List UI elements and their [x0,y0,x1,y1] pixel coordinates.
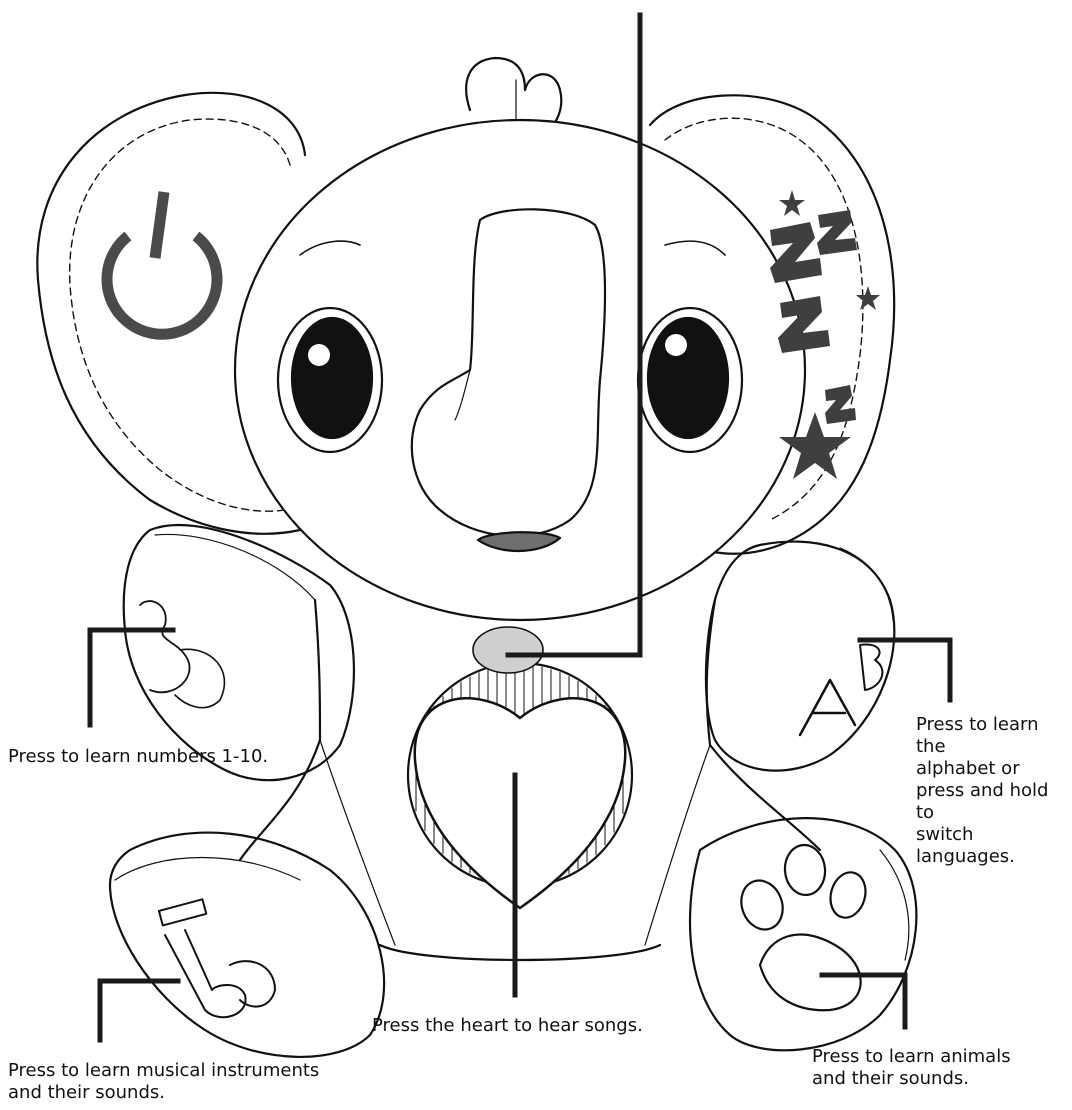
left-eye [278,308,382,452]
label-animals: Press to learn animals and their sounds. [812,1046,1011,1090]
letter-b-icon [860,644,882,690]
label-heart: Press the heart to hear songs. [372,1015,643,1037]
right-eye [638,308,742,452]
leader-music [100,981,178,1040]
heart-button [408,663,632,908]
leader-animals [822,975,905,1027]
number-3-icon [140,601,190,692]
leader-numbers [90,630,173,725]
right-paw [706,542,894,771]
paw-print-icon [735,843,871,1010]
power-icon [107,192,217,334]
chest-button [473,627,543,673]
left-foot [110,833,384,1057]
letter-a-icon [800,680,855,735]
label-music: Press to learn musical instruments and t… [8,1060,319,1104]
number-3-outline-icon [175,649,224,707]
music-note-icon [159,899,275,1017]
leader-alphabet [860,640,950,700]
label-alphabet: Press to learn the alphabet or press and… [916,714,1072,868]
label-numbers: Press to learn numbers 1-10. [8,746,268,768]
